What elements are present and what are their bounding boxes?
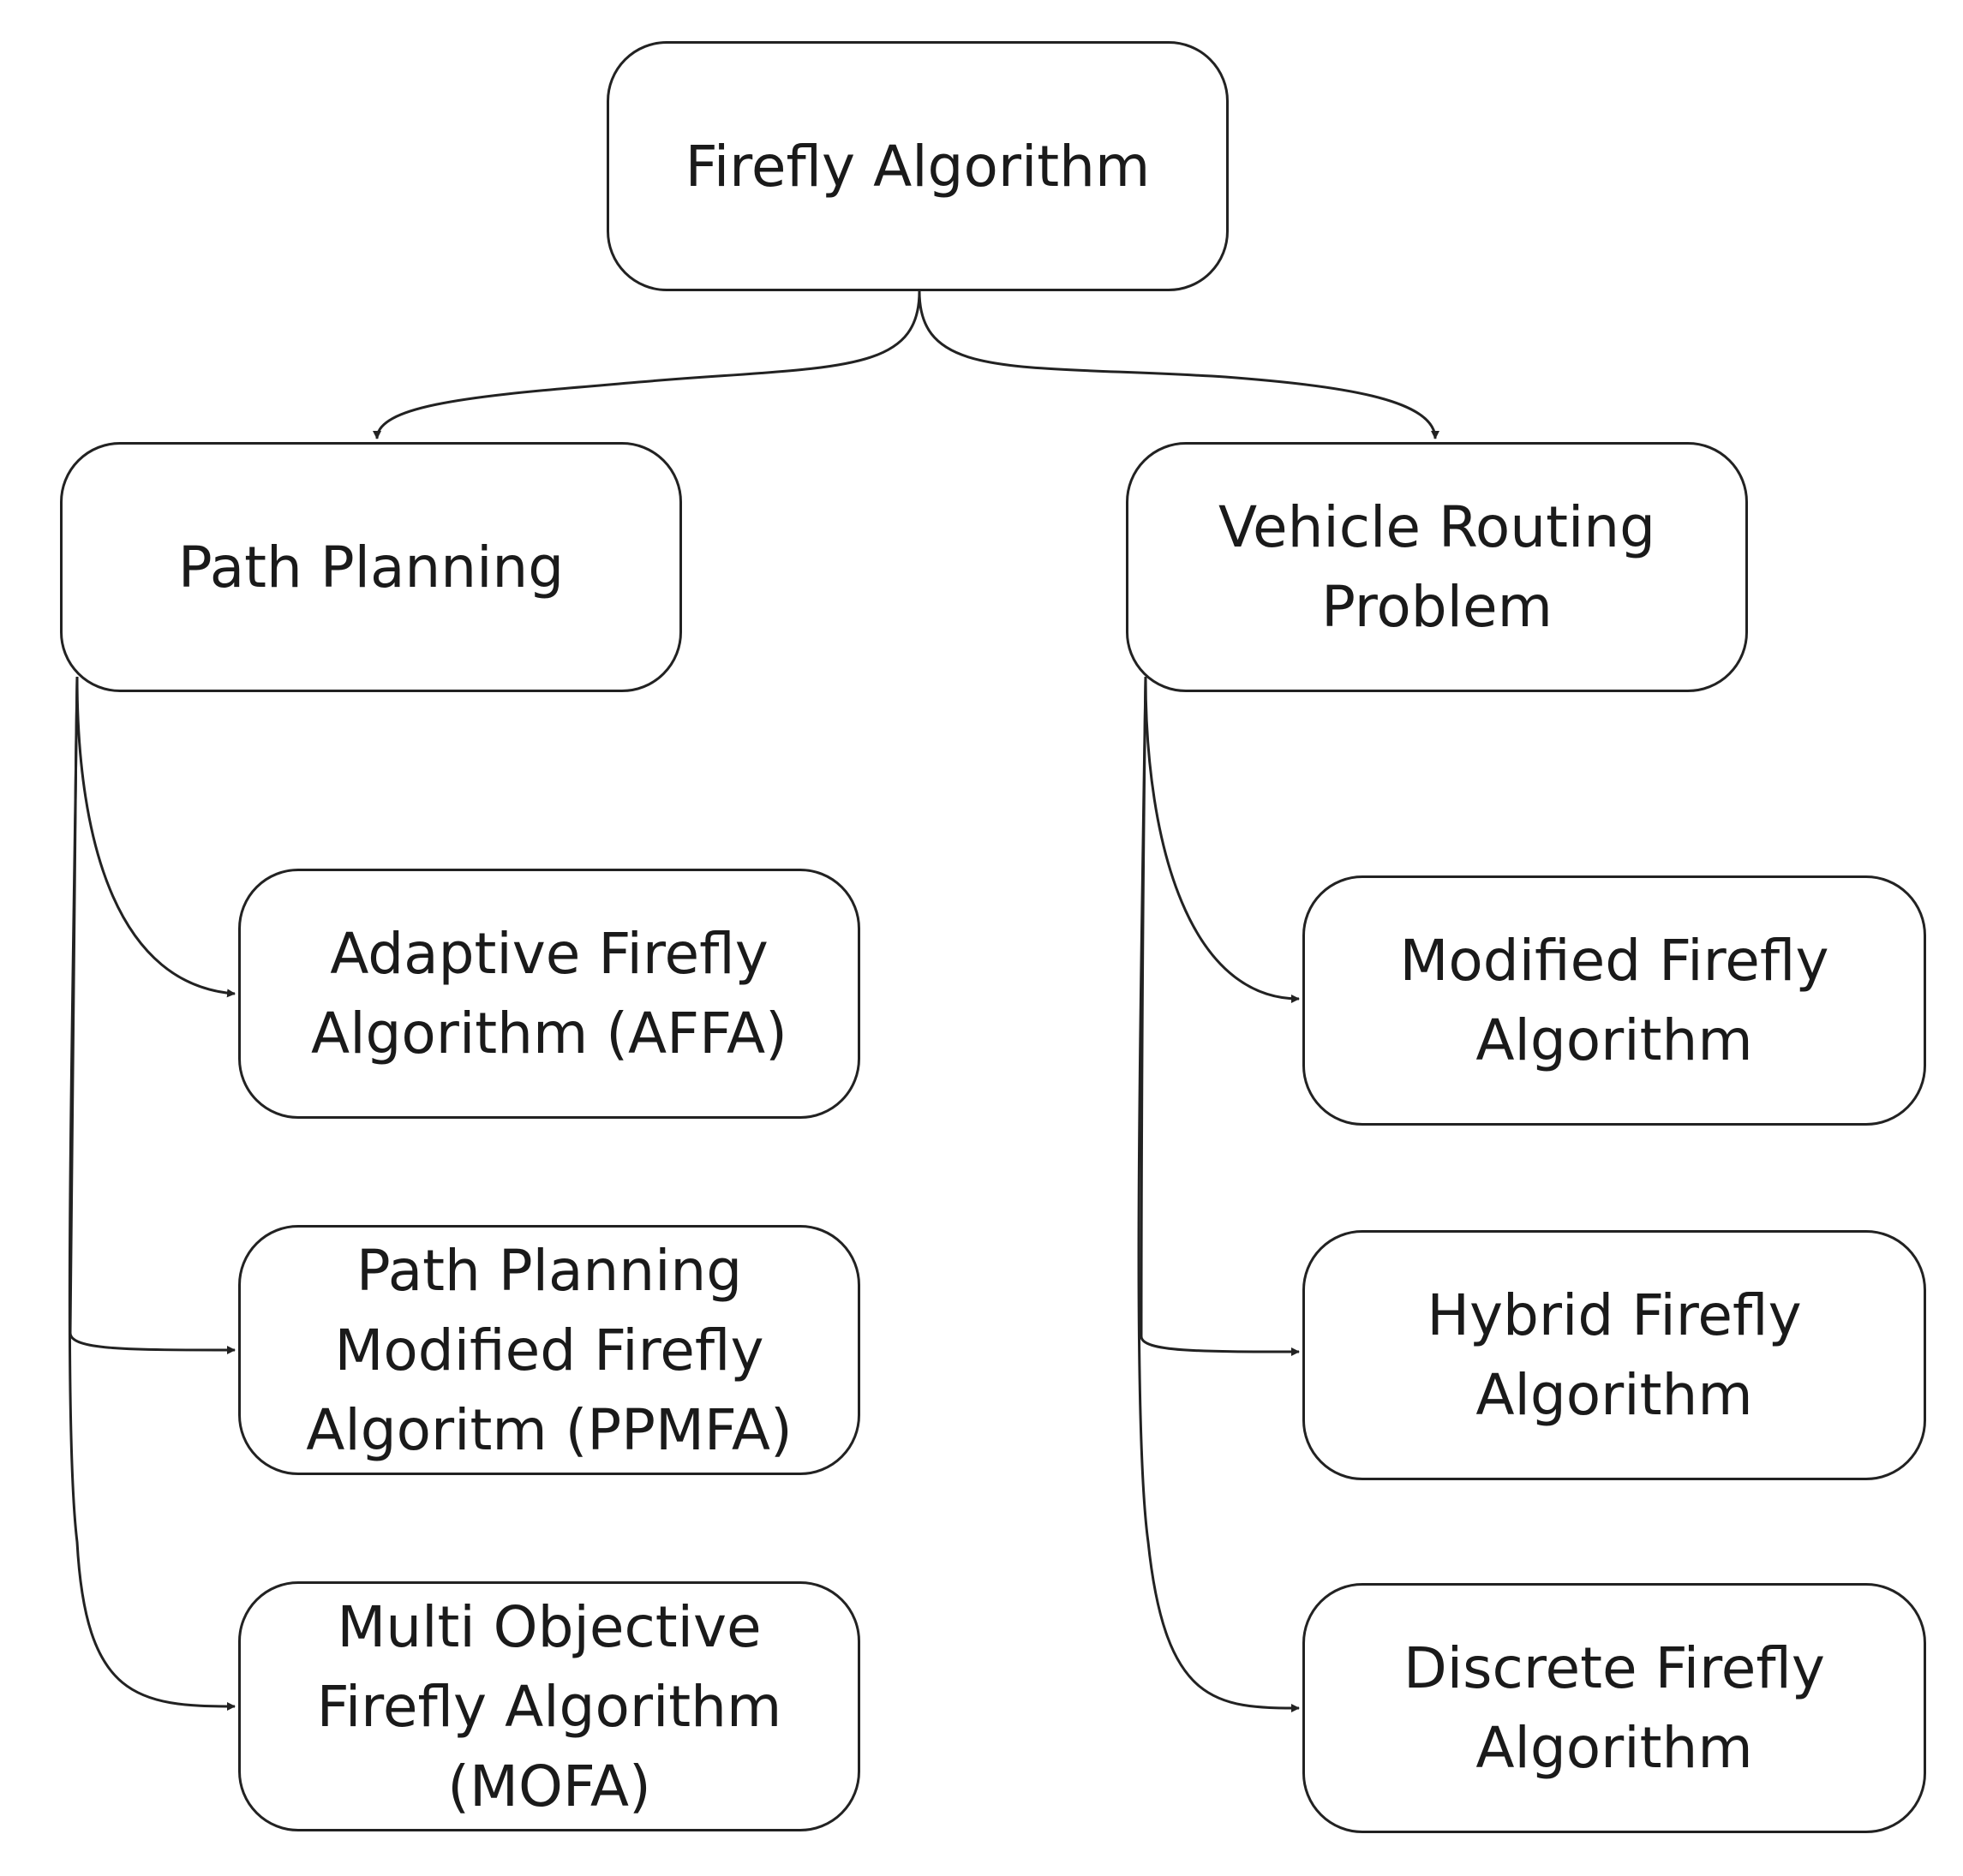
node-label-line: (MOFA) [447,1753,651,1819]
connector-root-to-vrp [918,290,1439,439]
node-label-line: Path Planning [356,1237,743,1304]
node-label-line: Algorithm [1475,1715,1753,1781]
node-firefly-algorithm: Firefly Algorithm [607,41,1229,291]
node-label-line: Hybrid Firefly [1427,1282,1802,1348]
connector-vrp-to-mfa [1144,676,1300,1003]
node-label-line: Algoritm (PPMFA) [306,1396,793,1463]
node-label-line: Problem [1321,574,1553,640]
node-label-line: Algorithm [1475,1362,1753,1428]
connector-vrp-to-hfa [1140,676,1300,1356]
node-label-line: Vehicle Routing [1218,494,1656,560]
node-label-line: Modified Firefly [334,1317,764,1383]
node-label-line: Discrete Firefly [1403,1635,1825,1701]
node-label-line: Algorithm (AFFA) [311,1001,787,1066]
node-label-line: Firefly Algorithm [685,133,1151,200]
connector-path_planning-to-affa [75,676,236,998]
node-label-line: Algorithm [1475,1007,1753,1073]
connector-path_planning-to-mofa [68,676,236,1711]
node-label-line: Path Planning [177,534,565,600]
node-label-line: Firefly Algorithm [316,1673,782,1740]
connector-root-to-path_planning [373,290,921,439]
node-label-line: Modified Firefly [1399,928,1829,994]
node-label-line: Adaptive Firefly [330,921,769,987]
node-label-line: Multi Objective [337,1593,762,1660]
connector-path_planning-to-ppmfa [69,676,236,1354]
connector-vrp-to-dfa [1137,676,1300,1712]
node-path-planning: Path Planning [60,442,682,692]
